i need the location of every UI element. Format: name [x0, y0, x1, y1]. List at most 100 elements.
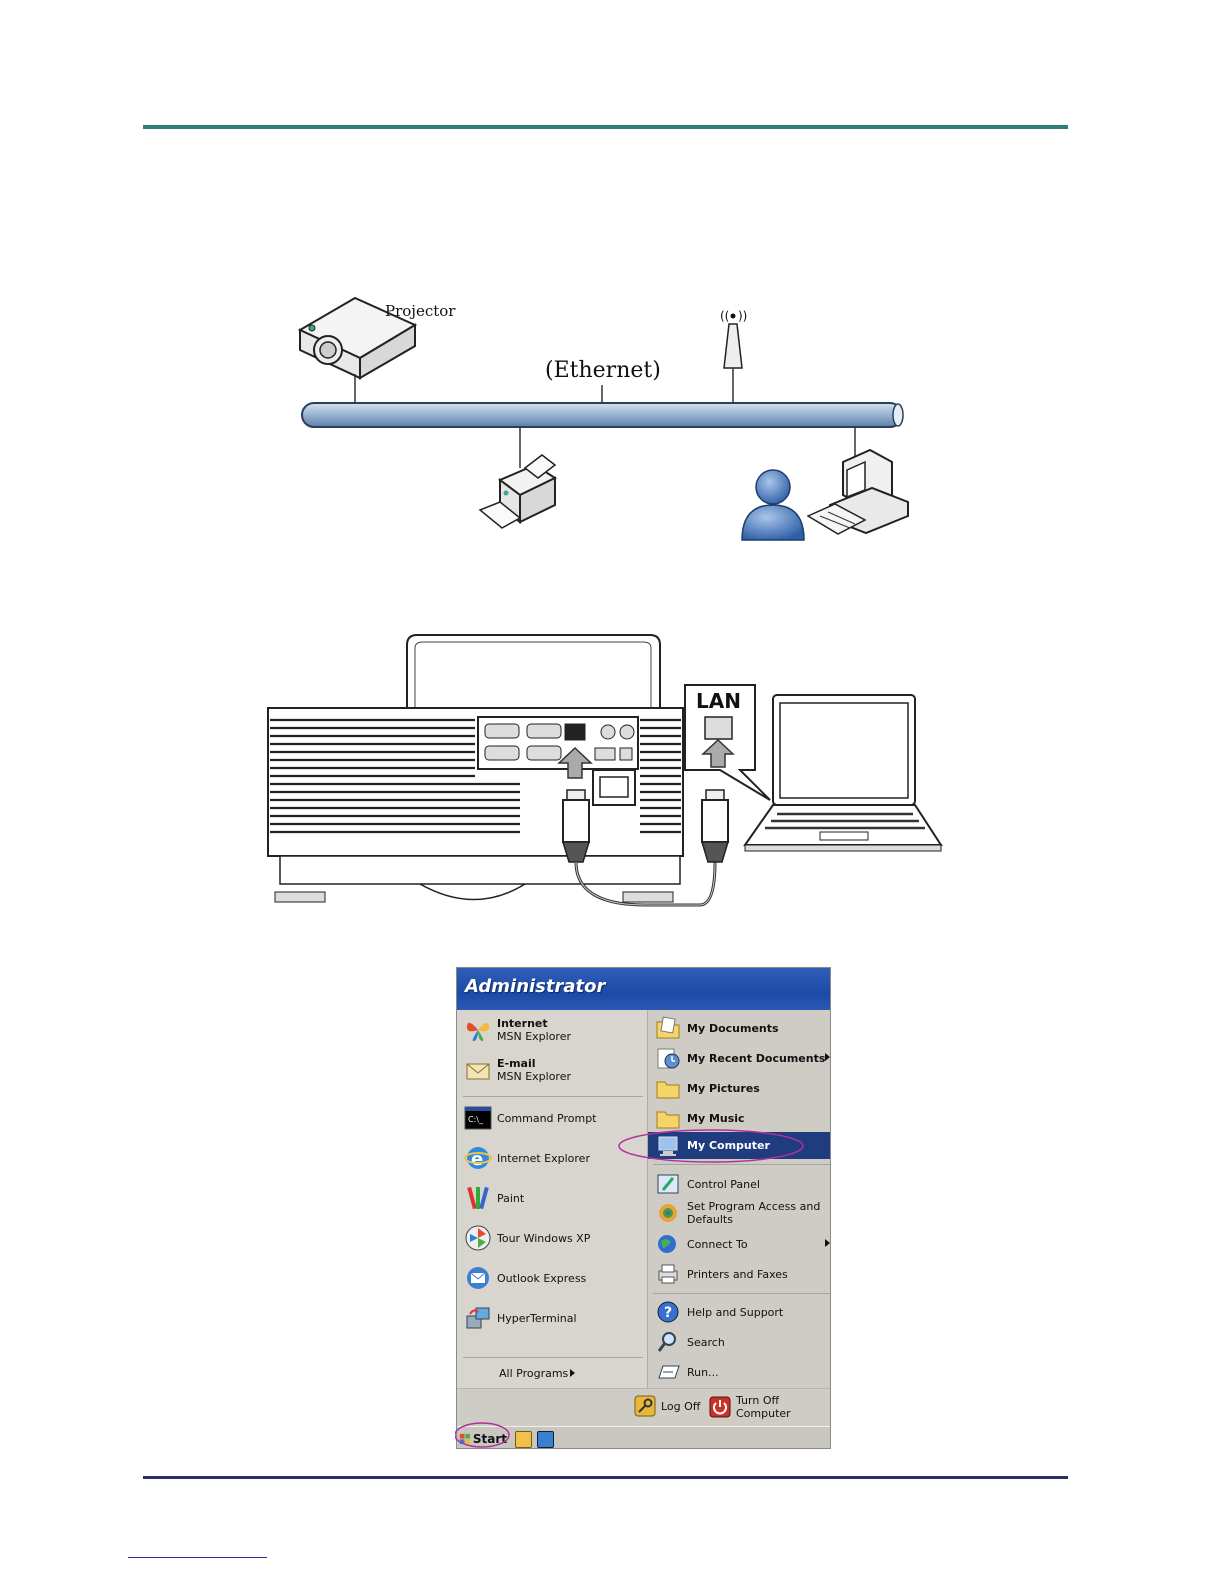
separator: [463, 1096, 643, 1097]
ethernet-plug: [700, 789, 730, 863]
user-name: Administrator: [465, 976, 606, 997]
menu-item-label: Set Program Access and Defaults: [687, 1200, 821, 1226]
menu-item-label: Help and Support: [687, 1305, 784, 1319]
menu-item-my-music[interactable]: My Music: [653, 1103, 745, 1133]
separator: [653, 1293, 830, 1294]
menu-item-label: Tour Windows XP: [497, 1231, 591, 1245]
taskbar: Start: [457, 1426, 830, 1448]
folder-icon: [653, 1103, 683, 1133]
menu-item-printers-and-faxes[interactable]: Printers and Faxes: [653, 1259, 788, 1289]
desktop-computer-icon: [806, 448, 909, 535]
command-prompt-icon: C:\_: [463, 1103, 493, 1133]
menu-item-label: Command Prompt: [497, 1111, 597, 1125]
menu-item-title: Internet: [497, 1017, 548, 1030]
ethernet-pipe: [301, 402, 903, 428]
menu-item-my-pictures[interactable]: My Pictures: [653, 1073, 760, 1103]
menu-item-label: My Music: [687, 1111, 745, 1125]
separator: [463, 1357, 643, 1358]
control-panel-icon: [653, 1169, 683, 1199]
menu-item-label: My Computer: [687, 1139, 770, 1152]
turn-off-label: Turn Off Computer: [736, 1394, 791, 1420]
menu-item-label: HyperTerminal: [497, 1311, 577, 1325]
menu-item-label: Search: [687, 1335, 725, 1349]
svg-text:)): )): [738, 309, 747, 323]
arrow-right-icon: [570, 1369, 575, 1377]
power-icon: [708, 1395, 732, 1419]
windows-logo-icon: [459, 1433, 471, 1444]
email-icon: [463, 1055, 493, 1085]
menu-item-internet-explorer[interactable]: e Internet Explorer: [463, 1143, 590, 1173]
printer-icon: [478, 454, 558, 529]
my-computer-highlight-ellipse: [618, 1129, 804, 1163]
start-menu-header: Administrator: [457, 968, 830, 1012]
quick-launch-ie-icon[interactable]: [537, 1431, 554, 1448]
separator: [653, 1164, 830, 1165]
menu-item-command-prompt[interactable]: C:\_ Command Prompt: [463, 1103, 597, 1133]
key-icon: [633, 1394, 657, 1418]
menu-item-label: My Recent Documents: [687, 1051, 826, 1065]
emphasis-overlay: [455, 1129, 804, 1448]
menu-item-my-recent-documents[interactable]: My Recent Documents: [653, 1043, 825, 1073]
svg-text:e: e: [471, 1149, 483, 1170]
menu-item-outlook-express[interactable]: Outlook Express: [463, 1263, 586, 1293]
menu-item-search[interactable]: Search: [653, 1327, 725, 1357]
lan-callout: [684, 684, 771, 801]
menu-item-my-computer[interactable]: My Computer: [648, 1132, 830, 1159]
menu-item-label: My Documents: [687, 1021, 779, 1035]
menu-item-set-program-access[interactable]: Set Program Access and Defaults: [653, 1198, 830, 1228]
start-highlight-ellipse: [455, 1422, 510, 1448]
access-point-icon: (( )): [720, 309, 747, 403]
menu-item-connect-to[interactable]: Connect To: [653, 1229, 748, 1259]
lan-port: [564, 723, 586, 741]
user-icon: [741, 469, 805, 541]
menu-item-paint[interactable]: Paint: [463, 1183, 524, 1213]
start-button[interactable]: Start: [459, 1429, 507, 1448]
lan-label: LAN: [696, 689, 741, 713]
menu-item-label: Paint: [497, 1191, 525, 1205]
folder-icon: [653, 1073, 683, 1103]
menu-item-label: Connect To: [687, 1237, 748, 1251]
internet-explorer-icon: e: [463, 1143, 493, 1173]
svg-text:((: ((: [720, 309, 729, 323]
svg-text:?: ?: [664, 1305, 672, 1321]
top-rule: [143, 125, 1068, 129]
hyperterminal-icon: [463, 1303, 493, 1333]
lan-connection-diagram: LAN: [267, 634, 943, 907]
menu-item-my-documents[interactable]: My Documents: [653, 1013, 779, 1043]
msn-butterfly-icon: [463, 1015, 493, 1045]
bottom-rule: [143, 1476, 1068, 1479]
menu-item-tour-windows[interactable]: Tour Windows XP: [463, 1223, 590, 1253]
help-icon: ?: [653, 1297, 683, 1327]
start-button-label: Start: [472, 1431, 507, 1446]
tour-icon: [463, 1223, 493, 1253]
menu-item-label: My Pictures: [687, 1081, 760, 1095]
projector-label: Projector: [385, 302, 456, 320]
menu-item-hyperterminal[interactable]: HyperTerminal: [463, 1303, 577, 1333]
turn-off-computer-button[interactable]: Turn Off Computer: [708, 1394, 830, 1420]
all-programs-button[interactable]: All Programs: [499, 1366, 568, 1380]
menu-item-run[interactable]: Run...: [653, 1357, 719, 1387]
menu-item-label: Outlook Express: [497, 1271, 587, 1285]
log-off-button[interactable]: Log Off: [633, 1394, 700, 1418]
menu-item-label: Run...: [687, 1365, 719, 1379]
arrow-right-icon: [825, 1053, 830, 1061]
arrow-right-icon: [825, 1239, 830, 1247]
menu-item-title: E-mail: [497, 1057, 536, 1070]
ethernet-label: (Ethernet): [545, 358, 661, 383]
menu-item-help-and-support[interactable]: ? Help and Support: [653, 1297, 783, 1327]
outlook-icon: [463, 1263, 493, 1293]
search-icon: [653, 1327, 683, 1357]
footer-line: [128, 1557, 267, 1558]
paint-icon: [463, 1183, 493, 1213]
menu-item-control-panel[interactable]: Control Panel: [653, 1169, 760, 1199]
network-diagram: Projector (( )) (Ethernet): [297, 296, 909, 541]
menu-item-label: Control Panel: [687, 1177, 760, 1191]
globe-icon: [653, 1229, 683, 1259]
ethernet-plug: [561, 789, 591, 863]
folder-icon: [653, 1013, 683, 1043]
quick-launch-clock-icon[interactable]: [515, 1431, 532, 1448]
